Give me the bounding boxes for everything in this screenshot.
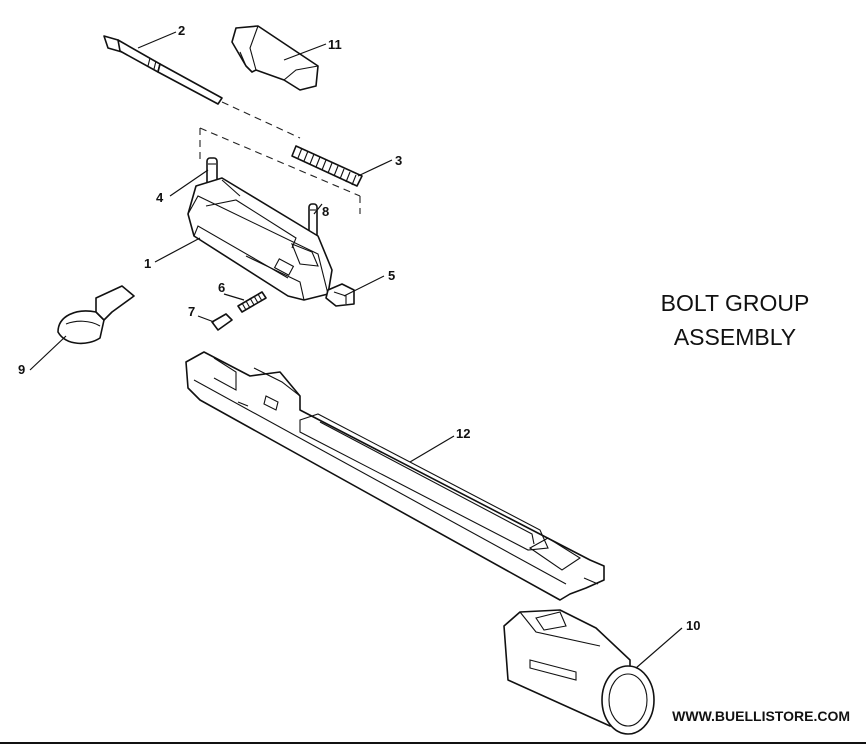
title-line-1: BOLT GROUP [660,290,810,316]
assembly-guide-lines [199,127,361,214]
part-5-clip [325,283,355,307]
part-9-knob [57,285,135,345]
callout-1: 1 [144,256,151,271]
part-7-plunger [211,313,233,331]
callout-12: 12 [456,426,470,441]
callout-6: 6 [218,280,225,295]
diagram-title: BOLT GROUP ASSEMBLY [620,286,850,354]
callout-10: 10 [686,618,700,633]
callout-7: 7 [188,304,195,319]
part-6-spring [237,291,267,313]
title-line-2: ASSEMBLY [673,324,797,350]
callout-5: 5 [388,268,395,283]
callout-8: 8 [322,204,329,219]
part-3-spring [291,145,363,187]
callout-3: 3 [395,153,402,168]
website-label: WWW.BUELLISTORE.COM [672,708,850,724]
callout-2: 2 [178,23,185,38]
callout-11: 11 [328,37,342,52]
callout-leaders [29,31,683,669]
part-12-slide [185,351,605,601]
callout-9: 9 [18,362,25,377]
part-10-bolt-head [503,609,655,735]
callout-4: 4 [156,190,164,205]
part-11-cover [231,25,319,91]
callout-numbers: 2 11 3 4 8 1 5 6 7 9 12 10 [18,23,700,633]
bottom-rule [0,742,866,744]
part-1-bolt-body [187,177,333,301]
part-2-firing-pin [103,35,301,139]
